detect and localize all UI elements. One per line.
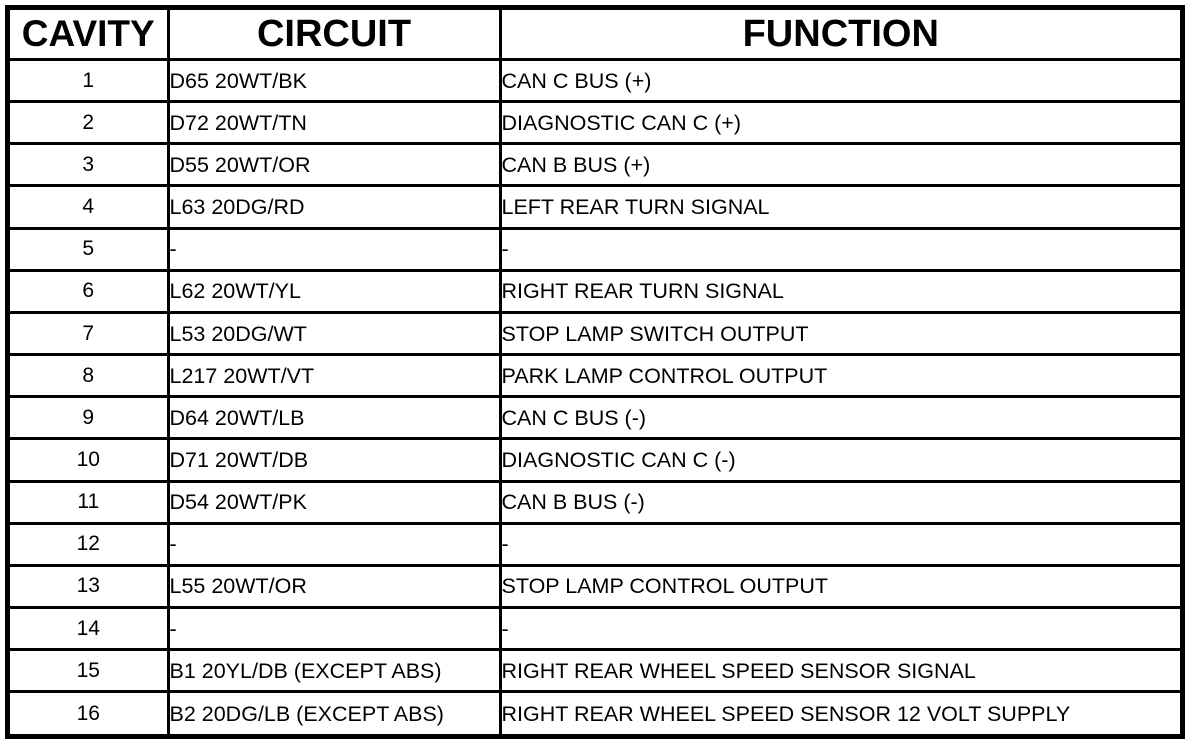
cell-cavity: 14 bbox=[10, 607, 170, 652]
cell-function: CAN B BUS (-) bbox=[500, 481, 1180, 525]
cell-circuit: L63 20DG/RD bbox=[168, 185, 502, 230]
cell-circuit: - bbox=[168, 607, 502, 652]
cell-circuit: D64 20WT/LB bbox=[168, 396, 502, 441]
cell-cavity: 12 bbox=[10, 523, 170, 567]
cell-function: CAN C BUS (-) bbox=[500, 396, 1180, 441]
cell-cavity: 15 bbox=[10, 649, 170, 694]
cell-function: RIGHT REAR WHEEL SPEED SENSOR SIGNAL bbox=[500, 649, 1180, 694]
cell-function: STOP LAMP CONTROL OUTPUT bbox=[500, 565, 1180, 610]
cell-function: - bbox=[500, 523, 1180, 567]
cell-function: LEFT REAR TURN SIGNAL bbox=[500, 185, 1180, 230]
cell-cavity: 8 bbox=[10, 354, 170, 399]
cell-function: CAN B BUS (+) bbox=[500, 143, 1180, 188]
cell-circuit: D65 20WT/BK bbox=[168, 59, 502, 104]
cell-cavity: 13 bbox=[10, 565, 170, 610]
cell-function: RIGHT REAR WHEEL SPEED SENSOR 12 VOLT SU… bbox=[500, 691, 1180, 734]
cell-cavity: 11 bbox=[10, 481, 170, 525]
table-row: 5-- bbox=[10, 228, 1180, 272]
cell-cavity: 6 bbox=[10, 270, 170, 314]
cell-circuit: L217 20WT/VT bbox=[168, 354, 502, 399]
cell-circuit: L62 20WT/YL bbox=[168, 270, 502, 314]
cell-function: - bbox=[500, 607, 1180, 652]
cell-circuit: B1 20YL/DB (EXCEPT ABS) bbox=[168, 649, 502, 694]
cell-cavity: 1 bbox=[10, 59, 170, 104]
cell-cavity: 2 bbox=[10, 101, 170, 146]
cell-circuit: - bbox=[168, 228, 502, 272]
cell-function: RIGHT REAR TURN SIGNAL bbox=[500, 270, 1180, 314]
cell-cavity: 16 bbox=[10, 691, 170, 734]
cell-function: PARK LAMP CONTROL OUTPUT bbox=[500, 354, 1180, 399]
cell-cavity: 10 bbox=[10, 438, 170, 483]
header-row: CAVITY CIRCUIT FUNCTION bbox=[10, 10, 1180, 61]
cell-cavity: 4 bbox=[10, 185, 170, 230]
cell-circuit: D71 20WT/DB bbox=[168, 438, 502, 483]
cell-circuit: - bbox=[168, 523, 502, 567]
cell-cavity: 3 bbox=[10, 143, 170, 188]
cell-cavity: 5 bbox=[10, 228, 170, 272]
table-row: 12-- bbox=[10, 523, 1180, 567]
cell-circuit: D72 20WT/TN bbox=[168, 101, 502, 146]
cell-cavity: 7 bbox=[10, 312, 170, 357]
cell-function: STOP LAMP SWITCH OUTPUT bbox=[500, 312, 1180, 357]
cell-circuit: L55 20WT/OR bbox=[168, 565, 502, 610]
table-header: CAVITY CIRCUIT FUNCTION bbox=[10, 10, 1180, 61]
cell-function: CAN C BUS (+) bbox=[500, 59, 1180, 104]
cell-function: - bbox=[500, 228, 1180, 272]
cell-circuit: L53 20DG/WT bbox=[168, 312, 502, 357]
cell-function: DIAGNOSTIC CAN C (-) bbox=[500, 438, 1180, 483]
cell-circuit: D54 20WT/PK bbox=[168, 481, 502, 525]
cell-circuit: B2 20DG/LB (EXCEPT ABS) bbox=[168, 691, 502, 734]
column-header-circuit: CIRCUIT bbox=[168, 10, 502, 61]
cell-cavity: 9 bbox=[10, 396, 170, 441]
cell-function: DIAGNOSTIC CAN C (+) bbox=[500, 101, 1180, 146]
column-header-function: FUNCTION bbox=[500, 10, 1180, 61]
column-header-cavity: CAVITY bbox=[10, 10, 170, 61]
table-row: 14-- bbox=[10, 607, 1180, 652]
cell-circuit: D55 20WT/OR bbox=[168, 143, 502, 188]
